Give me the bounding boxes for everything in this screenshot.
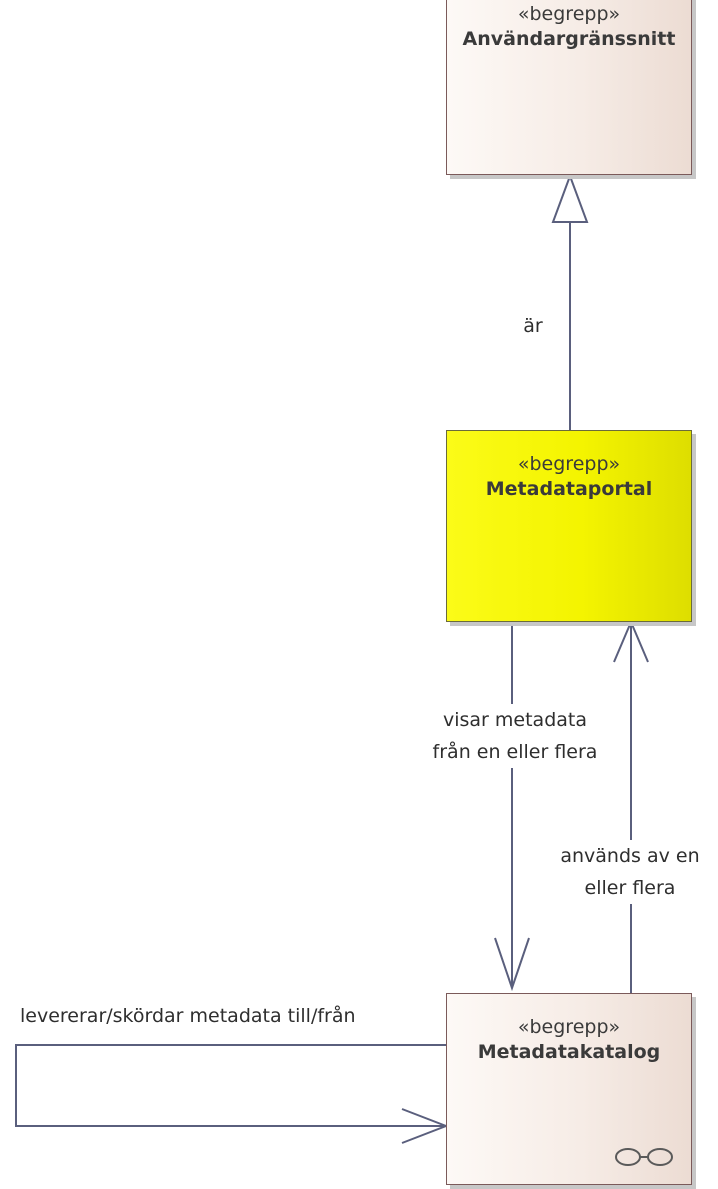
anvands-av-arrowhead [613, 619, 649, 663]
generalization-arrowhead [551, 173, 589, 223]
edge-label-levererar: levererar/skördar metadata till/från [20, 1005, 356, 1027]
glasses-icon [615, 1148, 673, 1166]
node-metadataportal[interactable]: «begrepp» Metadataportal [446, 430, 692, 622]
edge-label-ar: är [523, 315, 543, 337]
levererar-loop-line [15, 1044, 446, 1127]
node-stereotype: «begrepp» [517, 453, 621, 475]
node-anvandargranssnitt[interactable]: «begrepp» Användargränssnitt [446, 0, 692, 175]
visar-metadata-arrowhead [494, 937, 530, 992]
edge-label-visar-metadata: visar metadata från en eller flera [405, 704, 625, 768]
edge-label-anvands-av: används av en eller flera [545, 840, 715, 904]
node-stereotype: «begrepp» [517, 3, 621, 25]
node-metadatakatalog[interactable]: «begrepp» Metadatakatalog [446, 993, 692, 1185]
node-name: Metadatakatalog [477, 1041, 661, 1063]
node-stereotype: «begrepp» [517, 1016, 621, 1038]
node-name: Användargränssnitt [462, 28, 676, 50]
node-name: Metadataportal [485, 478, 653, 500]
